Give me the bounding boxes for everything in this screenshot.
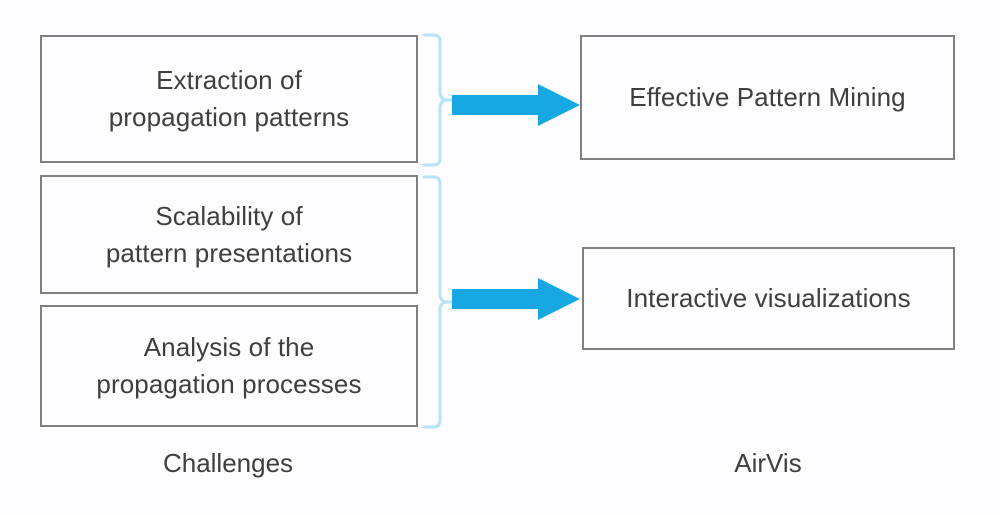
column-caption-airvis: AirVis: [734, 448, 802, 478]
right-arrow-icon-top: [452, 84, 580, 126]
challenge-box-scalability[interactable]: Scalability of pattern presentations: [40, 175, 418, 294]
solution-box-pattern-mining-label: Effective Pattern Mining: [629, 82, 906, 113]
challenge-box-scalability-label: Scalability of pattern presentations: [105, 200, 353, 268]
challenge-box-extraction[interactable]: Extraction of propagation patterns: [40, 35, 418, 163]
solution-box-interactive-visualizations-label: Interactive visualizations: [626, 283, 911, 314]
column-caption-challenges: Challenges: [162, 448, 294, 478]
challenge-box-analysis-label: Analysis of the propagation processes: [96, 332, 362, 399]
solution-box-interactive-visualizations[interactable]: Interactive visualizations: [582, 247, 955, 350]
right-arrow-icon-bottom: [452, 278, 580, 320]
challenge-box-extraction-label: Extraction of propagation patterns: [108, 65, 350, 132]
challenge-box-analysis[interactable]: Analysis of the propagation processes: [40, 305, 418, 427]
solution-box-pattern-mining[interactable]: Effective Pattern Mining: [580, 35, 955, 160]
